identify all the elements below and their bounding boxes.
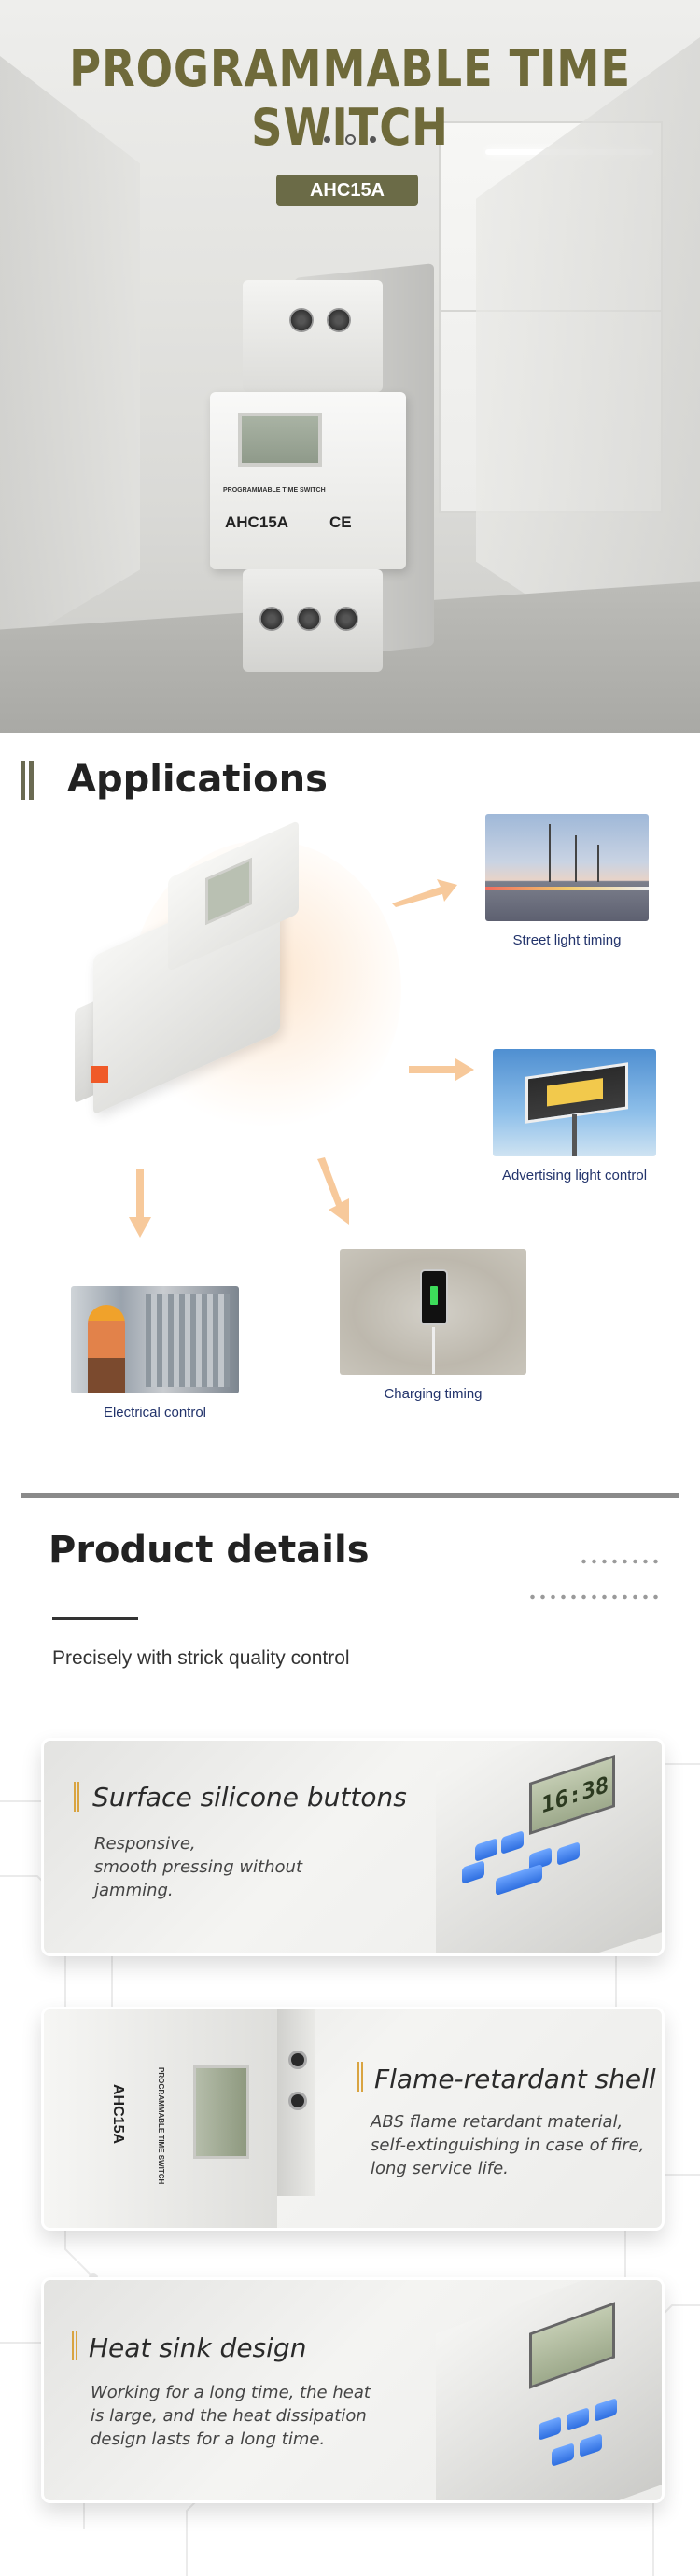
section-divider (21, 1493, 679, 1498)
feature-card-heat-sink: Heat sink design Working for a long time… (41, 2277, 665, 2503)
device-front-panel: PROGRAMMABLE TIME SWITCH AHC15A CE (210, 392, 406, 569)
card-accent-icon (74, 1782, 79, 1812)
section-marker-icon (21, 761, 34, 800)
card-title: Surface silicone buttons (92, 1782, 407, 1813)
carousel-dot-active[interactable] (344, 133, 356, 145)
screw-icon (297, 607, 321, 631)
application-label: Electrical control (103, 1405, 207, 1421)
applications-title: Applications (67, 758, 328, 801)
device-lcd (193, 2065, 249, 2159)
application-advertising: Advertising light control (493, 1049, 656, 1183)
ce-mark: CE (329, 513, 352, 531)
card-description: ABS flame retardant material, self-extin… (371, 2112, 645, 2178)
device-model-label: AHC15A (110, 2084, 126, 2145)
hero-title: PROGRAMMABLE TIME SWITCH (69, 39, 631, 157)
device-product-label: PROGRAMMABLE TIME SWITCH (157, 2067, 165, 2185)
hero-background-wall (0, 56, 140, 653)
device-product-label: PROGRAMMABLE TIME SWITCH (223, 487, 326, 494)
card-title: Heat sink design (89, 2332, 307, 2363)
card-description: Responsive, smooth pressing without jamm… (94, 1834, 303, 1900)
screw-icon (289, 308, 314, 332)
device-bottom-terminals (243, 569, 383, 672)
card-title: Flame-retardant shell (374, 2064, 656, 2094)
feature-card-silicone-buttons: Surface silicone buttons Responsive, smo… (41, 1738, 665, 1956)
device-model-label: AHC15A (225, 513, 289, 531)
arrow-down-right-icon (314, 1157, 355, 1225)
application-label: Street light timing (512, 932, 622, 948)
carousel-dots[interactable] (324, 133, 376, 145)
application-label: Advertising light control (501, 1168, 648, 1183)
arrow-right-up-icon (390, 875, 459, 907)
device-top-terminals (243, 280, 383, 392)
application-electrical: Electrical control (71, 1286, 239, 1421)
application-charging: Charging timing (340, 1249, 526, 1402)
product-details-subtitle: Precisely with strick quality control (52, 1647, 350, 1669)
electrician-photo-icon (71, 1286, 239, 1393)
device-buttons-image (417, 1741, 662, 1953)
screw-icon (327, 308, 351, 332)
application-street-light: Street light timing (485, 814, 649, 948)
applications-device-image (65, 819, 336, 1120)
application-label: Charging timing (384, 1386, 483, 1402)
device-orange-clip (91, 1066, 108, 1083)
device-heat-sink-image (399, 2280, 662, 2500)
feature-card-flame-retardant: AHC15A PROGRAMMABLE TIME SWITCH Flame-re… (41, 2007, 665, 2231)
hero-device-image: PROGRAMMABLE TIME SWITCH AHC15A CE (201, 252, 453, 672)
carousel-dot[interactable] (324, 135, 330, 143)
model-badge: AHC15A (276, 175, 418, 206)
screw-icon (259, 607, 284, 631)
hero-banner: PROGRAMMABLE TIME SWITCH AHC15A PROGRAMM… (0, 0, 700, 733)
arrow-down-icon (127, 1169, 153, 1238)
carousel-dot[interactable] (370, 135, 376, 143)
card-accent-icon (357, 2062, 363, 2092)
billboard-photo-icon (493, 1049, 656, 1156)
device-shell-image: AHC15A PROGRAMMABLE TIME SWITCH (44, 2009, 315, 2228)
decorative-dots (527, 1594, 661, 1600)
street-light-photo-icon (485, 814, 649, 921)
title-underline (52, 1617, 138, 1620)
product-details-title: Product details (49, 1529, 370, 1572)
device-lcd (238, 413, 322, 467)
card-description: Working for a long time, the heat is lar… (91, 2383, 371, 2449)
decorative-dots (579, 1559, 661, 1564)
screw-icon (334, 607, 358, 631)
phone-charging-photo-icon (340, 1249, 526, 1375)
arrow-right-icon (409, 1057, 474, 1083)
card-accent-icon (72, 2331, 77, 2360)
